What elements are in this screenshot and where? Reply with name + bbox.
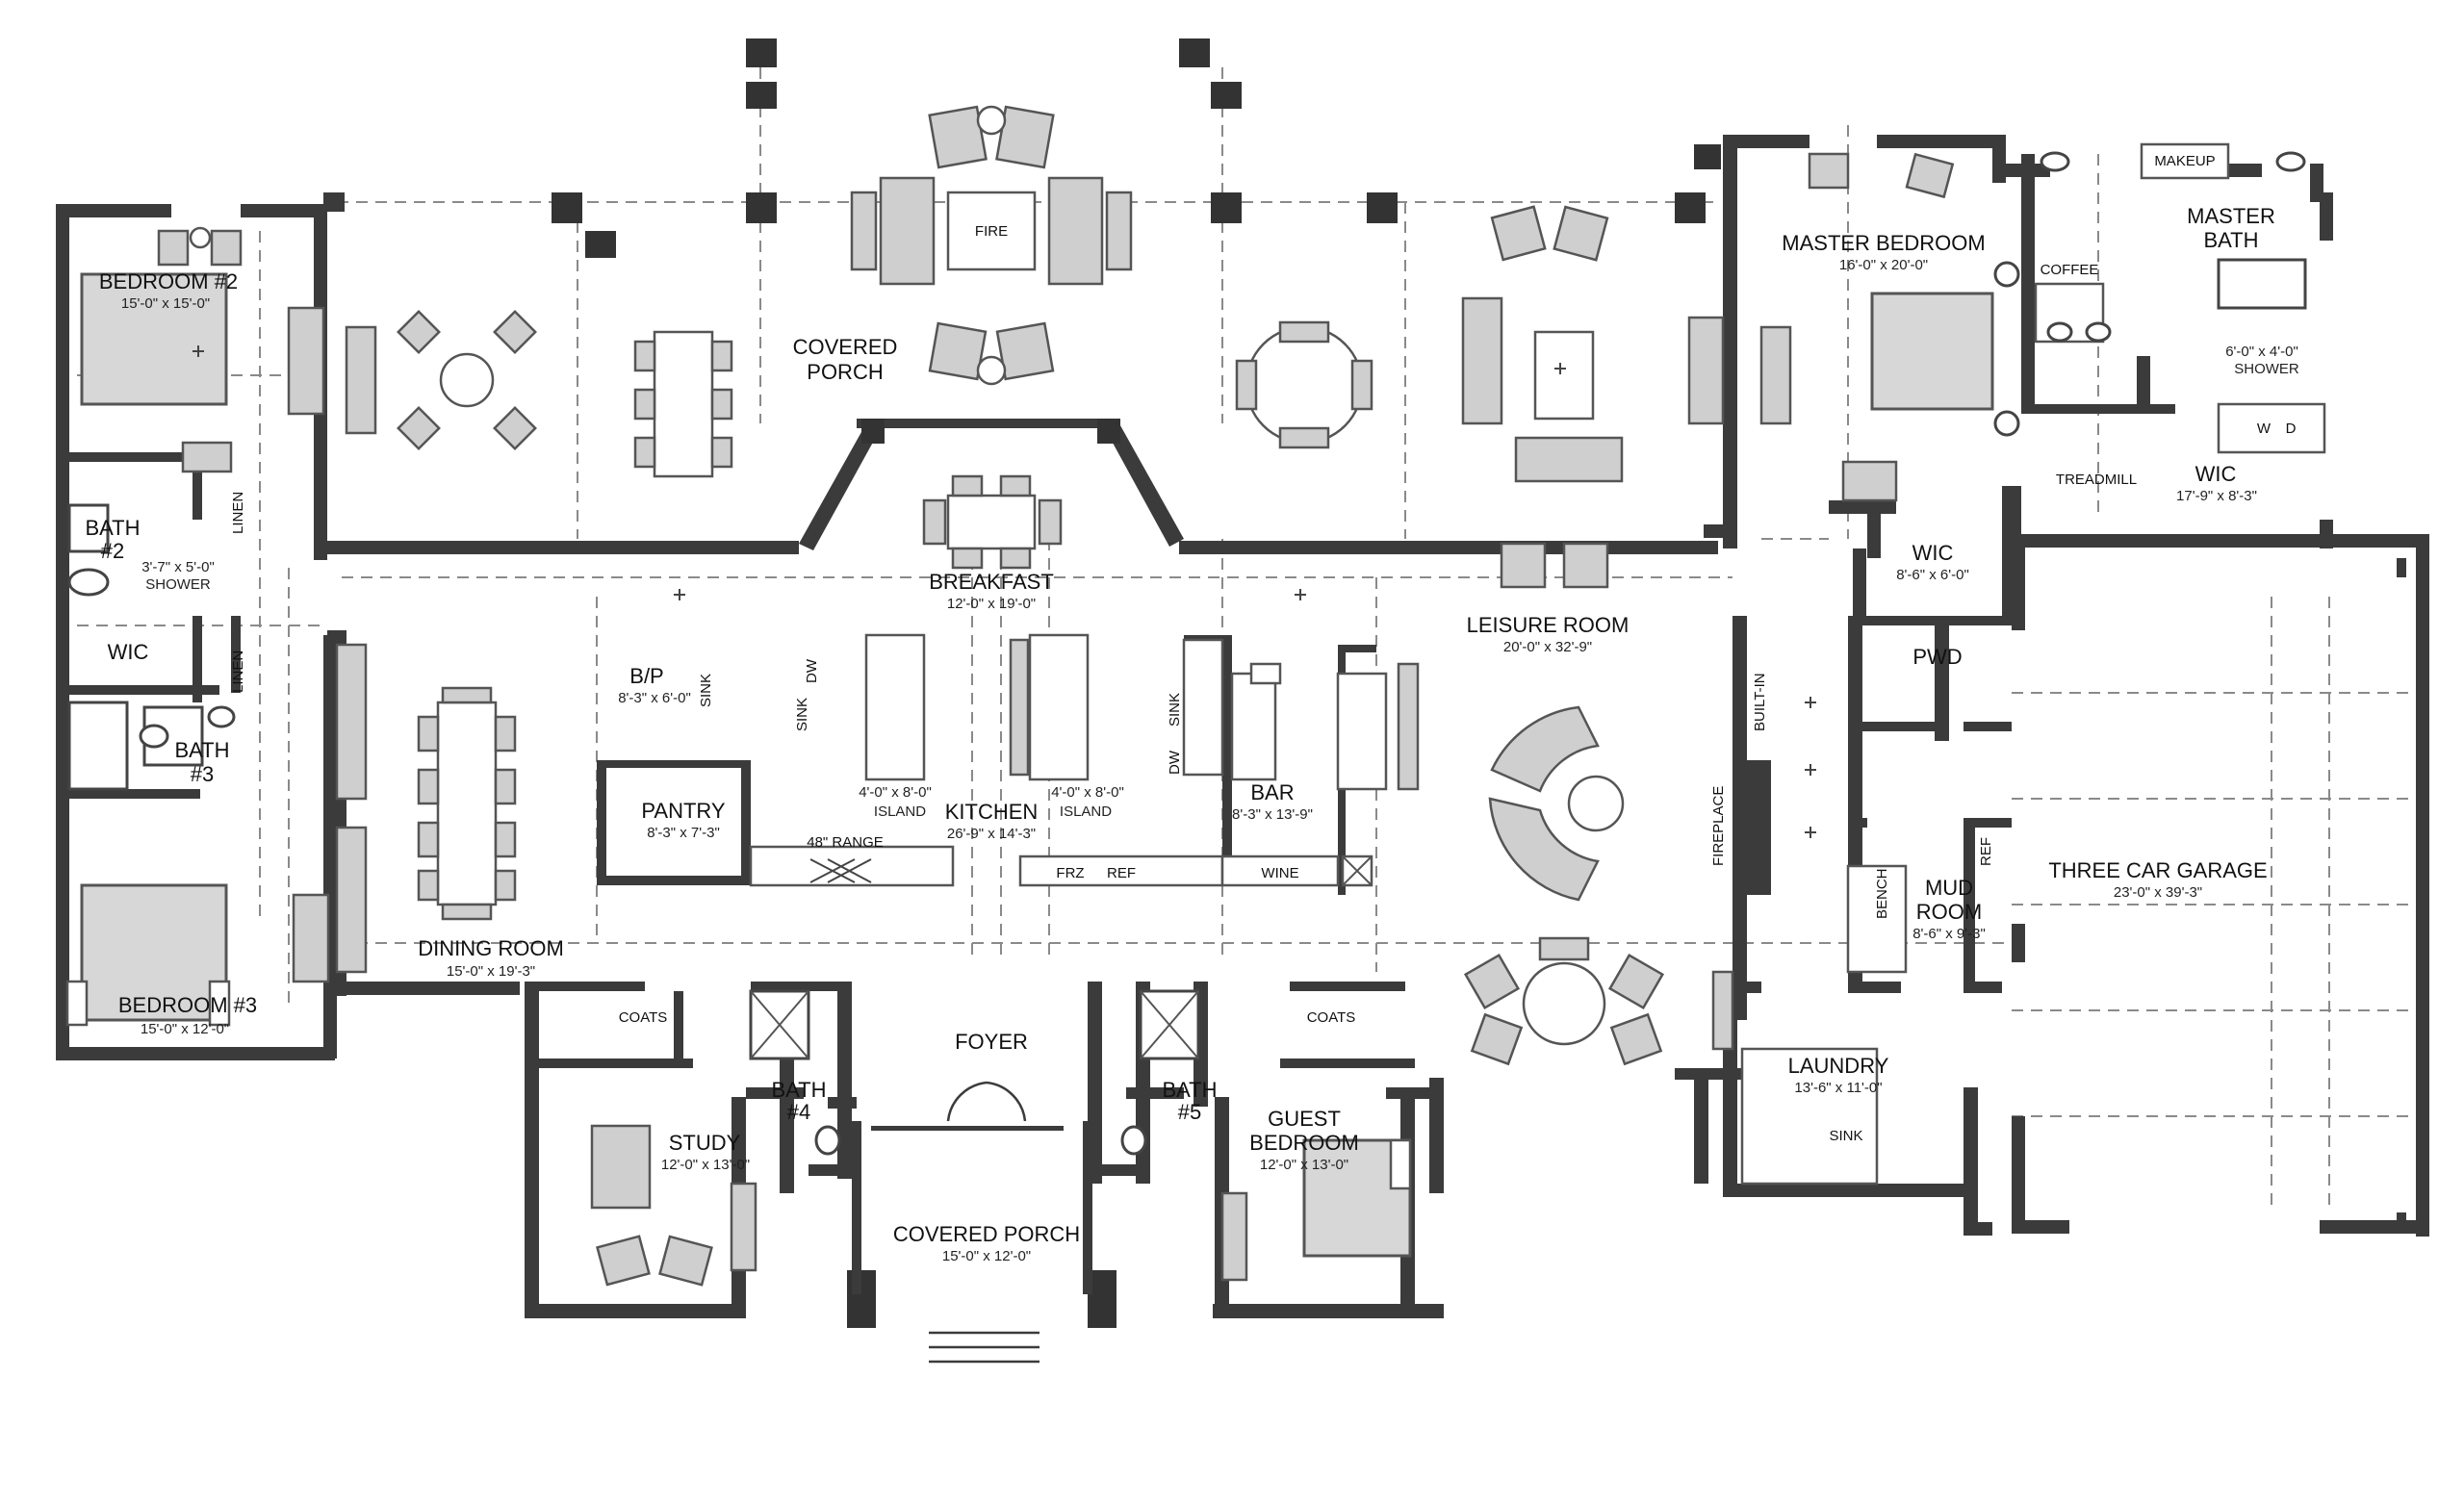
linen-label: LINEN xyxy=(230,650,246,693)
d-label: D xyxy=(2286,421,2297,437)
room-name-wic-master: WIC xyxy=(2195,462,2237,486)
island-label-right: ISLAND xyxy=(1060,804,1112,820)
furniture xyxy=(65,105,2326,1287)
room-name-bedroom3: BEDROOM #3 xyxy=(118,993,257,1017)
room-dim-bp: 8'-3" x 6'-0" xyxy=(618,690,691,706)
w-label: W xyxy=(2257,421,2272,437)
room-name-pantry: PANTRY xyxy=(641,799,726,823)
room-dim-kitchen: 26'-9" x 14'-3" xyxy=(947,826,1036,842)
coffee-label: COFFEE xyxy=(2040,262,2099,278)
shower-label-master: SHOWER xyxy=(2234,361,2299,377)
room-num-bath3: #3 xyxy=(191,762,214,786)
room-dim-bedroom3: 15'-0" x 12'-0" xyxy=(141,1021,229,1037)
linen-label: LINEN xyxy=(230,492,246,534)
room-name-study: STUDY xyxy=(669,1131,741,1155)
room-dim-pantry: 8'-3" x 7'-3" xyxy=(647,825,720,841)
treadmill-label: TREADMILL xyxy=(2056,472,2137,488)
room-dim-wic-master: 17'-9" x 8'-3" xyxy=(2176,488,2257,504)
room-name-master-bath: BATH xyxy=(2203,228,2258,252)
room-name-breakfast: BREAKFAST xyxy=(929,570,1054,594)
room-name-master-bath: MASTER xyxy=(2187,204,2275,228)
ref-label: REF xyxy=(1978,837,1994,866)
ref-label: REF xyxy=(1107,865,1136,881)
island-label-left: ISLAND xyxy=(874,804,926,820)
room-name-pwd: PWD xyxy=(1912,645,1962,669)
dw-label: DW xyxy=(804,658,820,683)
room-name-foyer: FOYER xyxy=(955,1030,1028,1054)
coats-label: COATS xyxy=(1307,1009,1356,1026)
frz-label: FRZ xyxy=(1056,865,1084,881)
room-name-bar: BAR xyxy=(1250,780,1294,804)
builtin-label: BUILT-IN xyxy=(1752,673,1768,731)
room-name-wic-small: WIC xyxy=(1912,541,1954,565)
room-name-covered-porch-front: COVERED PORCH xyxy=(893,1222,1080,1246)
shower-dim-bath2: 3'-7" x 5'-0" xyxy=(141,559,215,575)
room-name-bath3: BATH xyxy=(174,738,229,762)
room-dim-wic-small: 8'-6" x 6'-0" xyxy=(1896,567,1969,583)
room-dim-bedroom2: 15'-0" x 15'-0" xyxy=(121,295,210,312)
room-name-wic: WIC xyxy=(108,640,149,664)
room-dim-mud: 8'-6" x 9'-3" xyxy=(1912,926,1986,942)
room-dim-breakfast: 12'-0" x 19'-0" xyxy=(947,596,1036,612)
room-name-bath2: BATH xyxy=(85,516,140,540)
island-dim-right: 4'-0" x 8'-0" xyxy=(1051,784,1124,801)
room-name-bp: B/P xyxy=(629,664,663,688)
coats-label: COATS xyxy=(619,1009,668,1026)
room-num-bath4: #4 xyxy=(787,1100,810,1124)
sink-label: SINK xyxy=(1829,1128,1862,1144)
bed-icon xyxy=(80,883,228,1022)
sink-label: SINK xyxy=(1167,693,1183,727)
room-dim-garage: 23'-0" x 39'-3" xyxy=(2114,884,2202,901)
room-name-covered-porch-rear: PORCH xyxy=(807,360,883,384)
room-name-mud: MUD xyxy=(1925,876,1973,900)
dashed-grid-lines xyxy=(58,67,2426,1212)
room-name-guest: GUEST xyxy=(1268,1107,1341,1131)
wine-label: WINE xyxy=(1261,865,1298,881)
fireplace-label: FIREPLACE xyxy=(1710,786,1727,866)
room-name-laundry: LAUNDRY xyxy=(1788,1054,1889,1078)
island-dim-left: 4'-0" x 8'-0" xyxy=(859,784,932,801)
room-name-mud: ROOM xyxy=(1916,900,1982,924)
room-dim-guest: 12'-0" x 13'-0" xyxy=(1260,1157,1348,1173)
room-num-bath5: #5 xyxy=(1178,1100,1201,1124)
room-dim-dining: 15'-0" x 19'-3" xyxy=(447,963,535,980)
room-name-master-bedroom: MASTER BEDROOM xyxy=(1782,231,1985,255)
room-name-bath5: BATH xyxy=(1162,1078,1217,1102)
room-labels: BEDROOM #2 15'-0" x 15'-0" BATH #2 3'-7"… xyxy=(85,153,2298,1264)
room-dim-master-bedroom: 16'-0" x 20'-0" xyxy=(1839,257,1928,273)
room-name-covered-porch-rear: COVERED xyxy=(793,335,898,359)
room-dim-bar: 8'-3" x 13'-9" xyxy=(1232,806,1313,823)
room-name-bath4: BATH xyxy=(771,1078,826,1102)
sink-label: SINK xyxy=(698,674,714,707)
room-name-leisure: LEISURE ROOM xyxy=(1467,613,1630,637)
room-num-bath2: #2 xyxy=(101,539,124,563)
dw-label: DW xyxy=(1167,750,1183,775)
room-dim-covered-porch-front: 15'-0" x 12'-0" xyxy=(942,1248,1031,1264)
bed-icon xyxy=(80,272,228,406)
room-name-guest: BEDROOM xyxy=(1249,1131,1359,1155)
makeup-label: MAKEUP xyxy=(2154,153,2215,169)
shower-label-bath2: SHOWER xyxy=(145,576,211,593)
fire-label: FIRE xyxy=(975,223,1008,240)
sink-label: SINK xyxy=(794,698,810,731)
range-label: 48" RANGE xyxy=(807,834,884,851)
room-name-bedroom2: BEDROOM #2 xyxy=(99,269,238,293)
room-dim-laundry: 13'-6" x 11'-0" xyxy=(1794,1080,1882,1096)
room-dim-study: 12'-0" x 13'-0" xyxy=(661,1157,750,1173)
room-dim-leisure: 20'-0" x 32'-9" xyxy=(1503,639,1592,655)
room-name-garage: THREE CAR GARAGE xyxy=(2048,858,2267,882)
bench-label: BENCH xyxy=(1874,868,1890,919)
room-name-kitchen: KITCHEN xyxy=(945,800,1039,824)
shower-dim-master: 6'-0" x 4'-0" xyxy=(2225,344,2298,360)
room-name-dining: DINING ROOM xyxy=(418,936,564,960)
